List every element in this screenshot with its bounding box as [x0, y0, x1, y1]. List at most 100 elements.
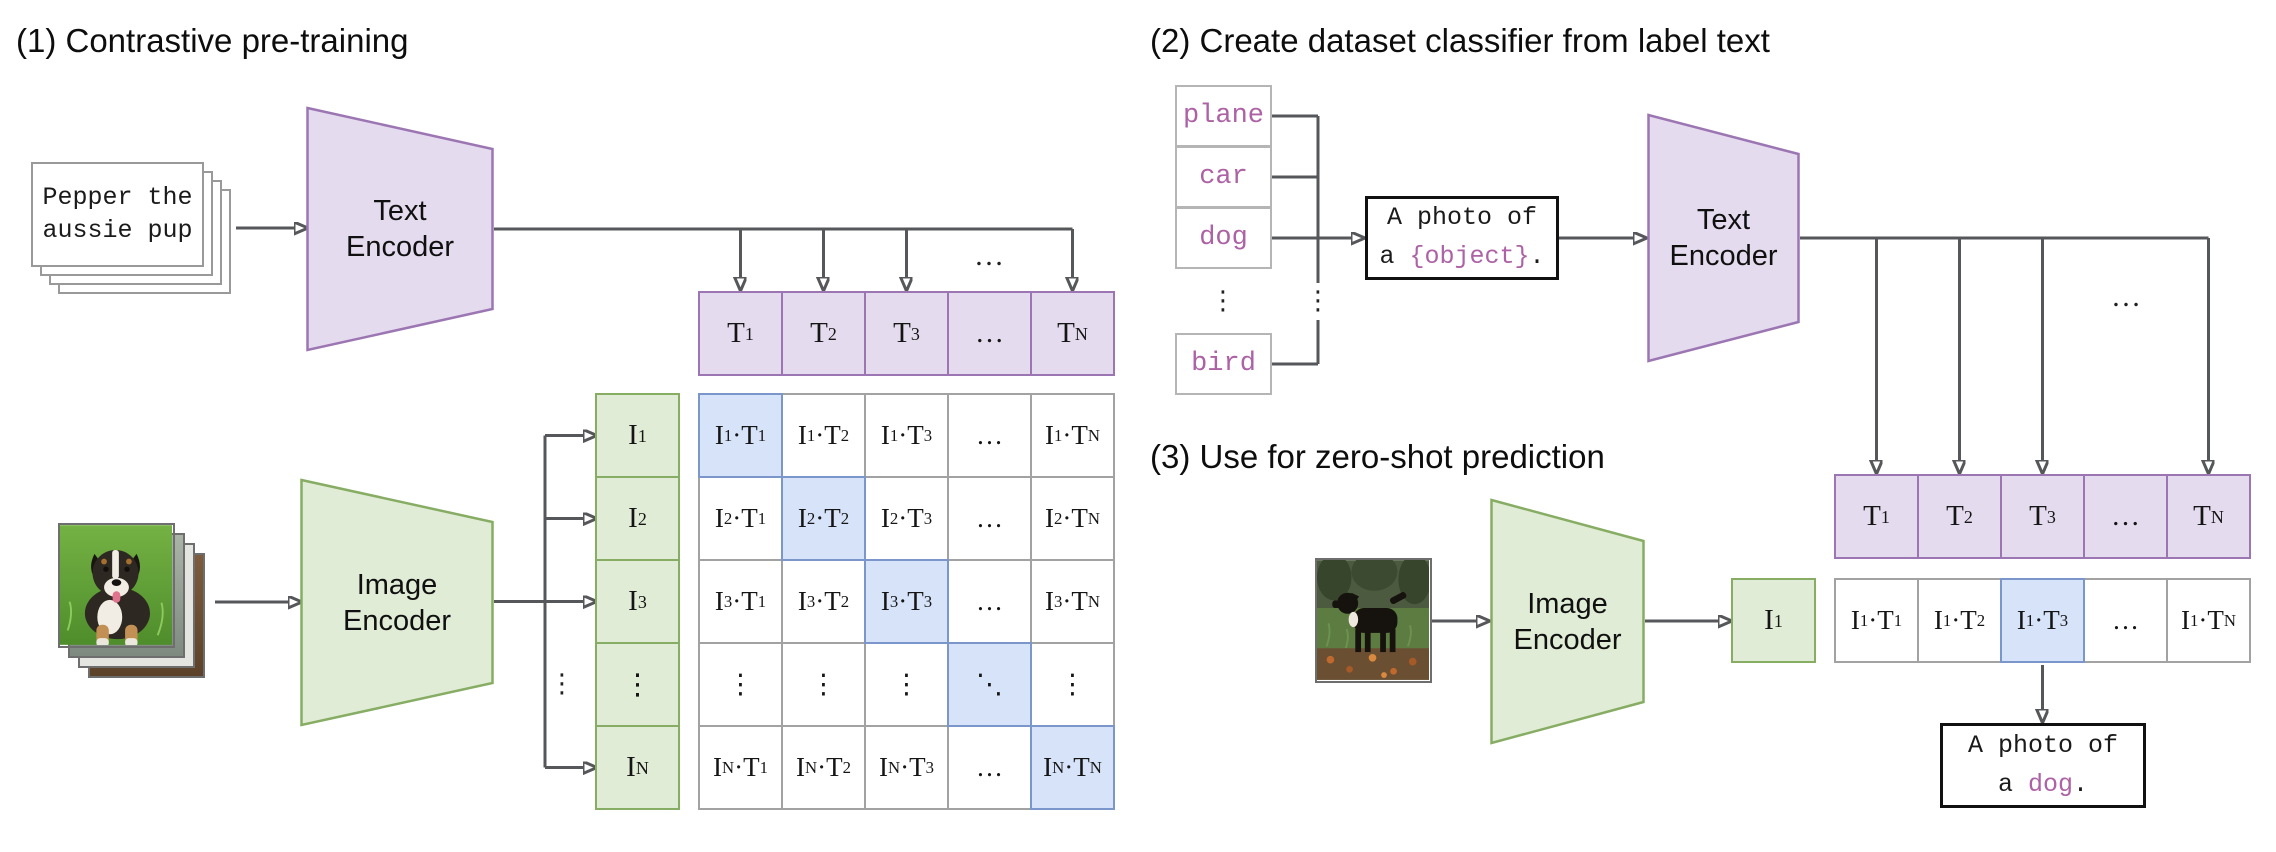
puppy-photo	[58, 523, 175, 648]
encoder-trapezoid	[300, 478, 494, 727]
matrix-cell: …	[949, 478, 1030, 559]
prediction-line1: A photo of	[1967, 730, 2119, 760]
prediction-line2-pre: a	[1997, 769, 2028, 799]
class-label-box: plane	[1175, 85, 1272, 147]
encoder-label-line2: Encoder	[1669, 240, 1778, 272]
prompt-line2-post: .	[1529, 242, 1545, 271]
image-encoder-left: Image Encoder	[300, 478, 494, 727]
class-list-vdots: ⋮	[1210, 286, 1236, 315]
text-encoder-right: Text Encoder	[1647, 113, 1800, 363]
matrix-cell: …	[949, 561, 1030, 642]
encoder-label-line1: Text	[373, 194, 427, 227]
matrix-cell: ⋮	[783, 644, 864, 725]
dog-silhouette	[1332, 592, 1407, 653]
class-label-box: dog	[1175, 207, 1272, 269]
image-encoder-right: Image Encoder	[1490, 498, 1645, 745]
prediction-line2-post: .	[2073, 769, 2089, 799]
encoder-label-line1: Image	[1527, 587, 1608, 620]
text-embedding-cell: …	[949, 293, 1030, 374]
matrix-cell: ⋮	[700, 644, 781, 725]
matrix-cell: …	[949, 727, 1030, 808]
prediction-box: A photo of a dog.	[1940, 723, 2146, 808]
caption-line2: aussie pup	[42, 215, 193, 245]
section-1-title: (1) Contrastive pre-training	[16, 22, 409, 59]
encoder-trapezoid	[306, 106, 494, 352]
encoder-label-line2: Encoder	[345, 231, 455, 263]
prompt-line2-pre: a	[1379, 242, 1410, 271]
encoder-label-line2: Encoder	[1513, 623, 1622, 656]
bus-vdots-right: ⋮	[1305, 286, 1331, 315]
puppy-illustration	[60, 525, 172, 646]
encoder-label: Image Encoder	[343, 566, 451, 639]
encoder-label: Text Encoder	[1669, 202, 1777, 275]
encoder-label: Image Encoder	[1513, 585, 1621, 658]
prompt-template-box: A photo of a {object}.	[1365, 196, 1559, 280]
matrix-cell: ⋮	[866, 644, 947, 725]
prompt-object-placeholder: {object}	[1409, 242, 1530, 271]
section-3-title: (3) Use for zero-shot prediction	[1150, 438, 1605, 475]
comb-ellipsis-left: …	[974, 239, 1004, 272]
prediction-line2: a dog.	[1998, 766, 2088, 805]
class-label-box: car	[1175, 146, 1272, 208]
prompt-line1: A photo of	[1386, 203, 1538, 233]
bus-vdots-left: ⋮	[549, 669, 575, 698]
encoder-label-line1: Text	[1696, 203, 1751, 236]
encoder-label-line2: Encoder	[342, 604, 452, 637]
dog-illustration	[1317, 560, 1430, 680]
matrix-cell: …	[949, 395, 1030, 476]
matrix-cell: ⋱	[949, 644, 1030, 725]
encoder-label-line1: Image	[356, 568, 438, 601]
encoder-label: Text Encoder	[346, 193, 454, 266]
prompt-line2: a {object}.	[1379, 238, 1544, 277]
image-embedding-cell: ⋮	[597, 644, 678, 725]
dog-photo	[1315, 558, 1432, 683]
section-2-title: (2) Create dataset classifier from label…	[1150, 22, 1770, 59]
text-embedding-cell: …	[2085, 476, 2166, 557]
comb-ellipsis-right: …	[2111, 280, 2141, 313]
text-encoder-left: Text Encoder	[306, 106, 494, 352]
matrix-cell: ⋮	[1032, 644, 1113, 725]
prediction-object: dog	[2027, 769, 2073, 799]
encoder-trapezoid	[1490, 498, 1645, 745]
